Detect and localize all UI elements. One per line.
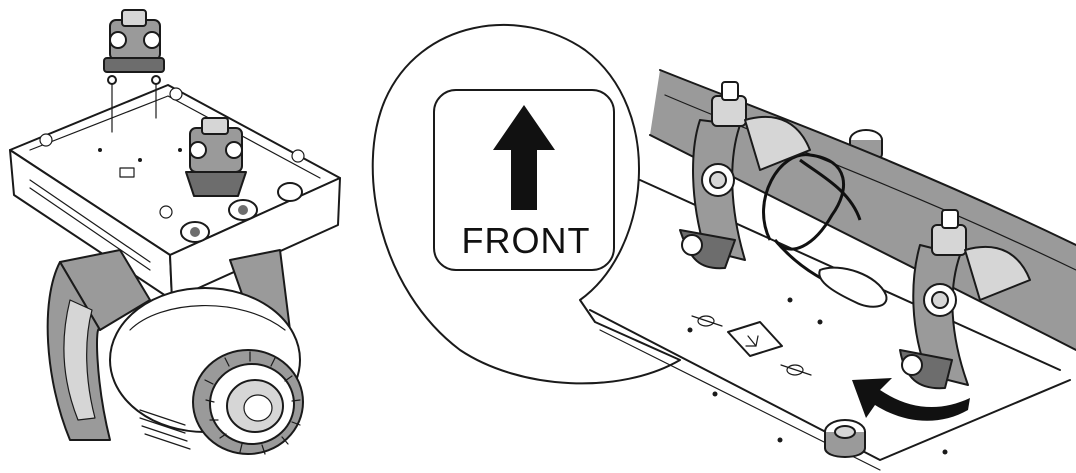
clamp-left — [679, 81, 811, 270]
screw-boss — [39, 133, 53, 147]
clamp-right — [899, 209, 1031, 390]
front-label: FRONT — [461, 220, 591, 261]
plate-marker — [780, 364, 812, 376]
plate-arrow-marker — [727, 321, 783, 357]
clamp-seated — [185, 117, 247, 197]
screw-boss — [169, 87, 183, 101]
fixture-illustration — [9, 9, 341, 455]
clamp-raised — [103, 9, 165, 133]
up-arrow-icon — [493, 105, 555, 210]
closeup-illustration — [589, 69, 1076, 471]
front-callout — [371, 23, 681, 385]
plate-marker — [691, 315, 723, 327]
screw-boss — [159, 205, 173, 219]
base-foot — [824, 419, 866, 458]
arrow-marker-small — [119, 167, 135, 178]
rotate-arrow-icon — [852, 378, 970, 421]
screw-boss — [291, 149, 305, 163]
carabiner — [818, 266, 888, 308]
